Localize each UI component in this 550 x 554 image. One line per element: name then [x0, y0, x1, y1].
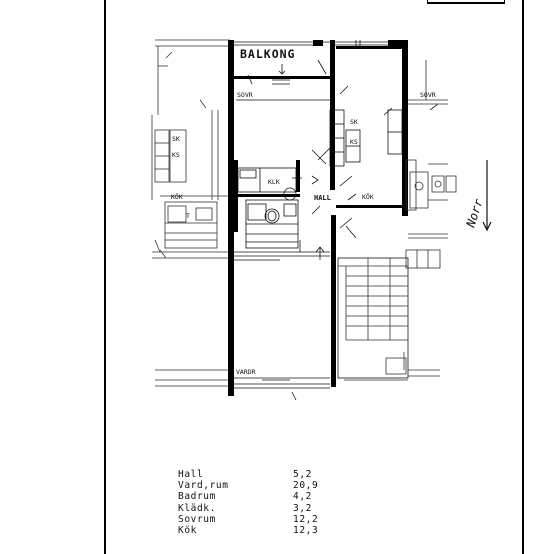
north-label: Norr	[463, 196, 486, 229]
plan-labels: BALKONG SOVR SOVR HALL KÖK KÖK KLK VARDR…	[171, 47, 486, 376]
table-row: Sovrum 12,2	[178, 514, 333, 525]
hall-label: HALL	[314, 194, 331, 202]
room-area: 20,9	[293, 480, 319, 492]
bedroom-label-right: SOVR	[420, 91, 436, 99]
room-area-table: Hall 5,2 Vard,rum 20,9 Badrum 4,2 Klädk.…	[178, 469, 333, 536]
room-name: Vard,rum	[178, 480, 229, 492]
room-area: 3,2	[293, 502, 312, 514]
room-area: 4,2	[293, 491, 312, 503]
room-area: 5,2	[293, 469, 312, 480]
interior-details	[234, 85, 403, 401]
table-row: Vard,rum 20,9	[178, 480, 333, 491]
bedroom-label-left: SOVR	[237, 91, 253, 99]
kitchen-label-neighbour: KÖK	[171, 192, 183, 201]
wardrobe-label: VARDR	[236, 368, 256, 376]
cabinet-label-sk-1: SK	[350, 118, 358, 126]
right-neighbour-unit	[337, 60, 457, 381]
table-row: Hall 5,2	[178, 469, 333, 480]
room-name: Badrum	[178, 491, 216, 503]
table-row: Badrum 4,2	[178, 491, 333, 502]
balcony-label: BALKONG	[240, 47, 295, 61]
cabinet-label-sk-2: SK	[172, 135, 180, 143]
balcony-railing	[234, 40, 388, 85]
table-row: Klädk. 3,2	[178, 503, 333, 514]
main-unit-walls	[228, 40, 408, 396]
left-neighbour-unit	[151, 39, 230, 387]
room-name: Klädk.	[178, 502, 216, 514]
table-row: Kök 12,3	[178, 525, 333, 536]
room-name: Sovrum	[178, 513, 216, 525]
sheet-border	[104, 0, 524, 554]
kitchen-label-main: KÖK	[362, 192, 374, 201]
bath-fixture-label: T	[186, 212, 190, 220]
room-area: 12,3	[293, 524, 319, 536]
cabinet-label-ks-2: KS	[172, 151, 180, 159]
title-block-edge	[427, 0, 505, 4]
room-name: Kök	[178, 524, 197, 536]
north-arrow	[482, 160, 492, 232]
room-area: 12,2	[293, 513, 319, 525]
room-name: Hall	[178, 469, 204, 480]
cabinet-label-ks-1: KS	[350, 138, 358, 146]
closet-label: KLK	[268, 178, 280, 186]
